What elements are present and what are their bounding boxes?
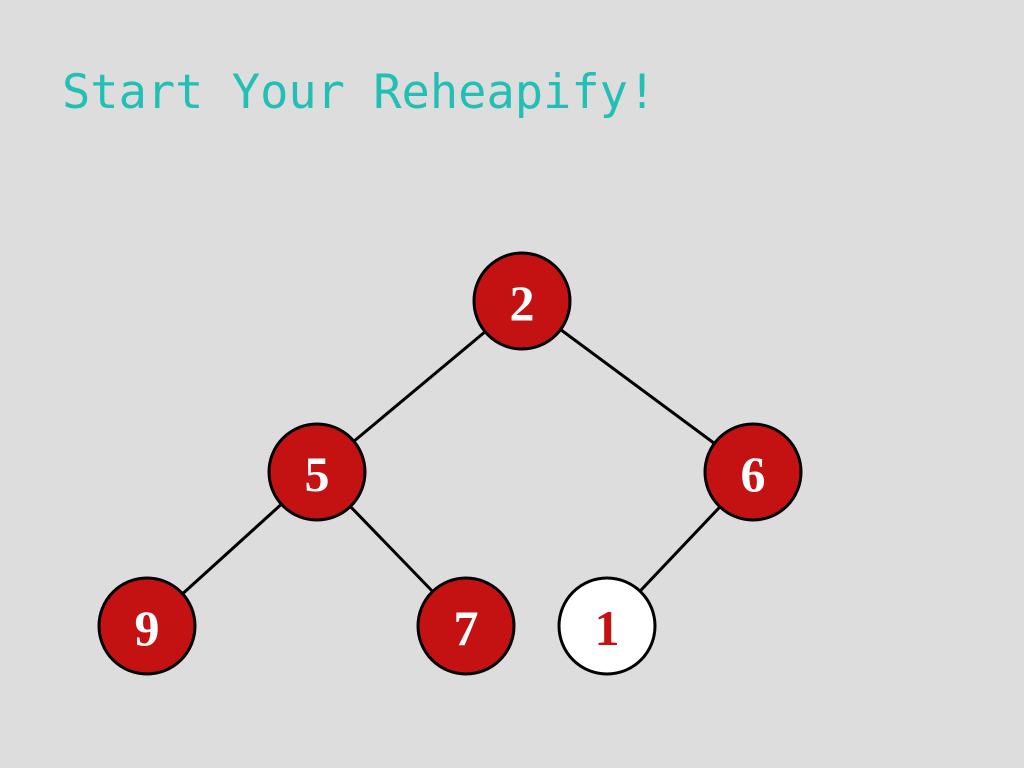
tree-node-label: 5 — [305, 446, 330, 502]
tree-node-label: 2 — [510, 275, 535, 331]
tree-node-circle — [703, 422, 803, 522]
tree-node-label: 9 — [135, 600, 160, 656]
edges-layer — [145, 299, 755, 628]
tree-node-right-left: 1 — [557, 576, 657, 676]
tree-node-label: 6 — [741, 446, 766, 502]
tree-node-left-right: 7 — [416, 576, 516, 676]
nodes-layer: 2 5 6 9 7 1 — [97, 251, 803, 676]
tree-node-left: 5 — [267, 422, 367, 522]
tree-node-circle — [416, 576, 516, 676]
tree-node-left-left: 9 — [97, 576, 197, 676]
tree-node-circle — [472, 251, 572, 351]
tree-node-label: 7 — [454, 600, 479, 656]
tree-node-root: 2 — [472, 251, 572, 351]
tree-node-circle — [97, 576, 197, 676]
tree-node-right: 6 — [703, 422, 803, 522]
tree-node-circle — [557, 576, 657, 676]
tree-node-circle — [267, 422, 367, 522]
slide-title: Start Your Reheapify! — [62, 65, 657, 120]
tree-node-label: 1 — [595, 600, 620, 656]
